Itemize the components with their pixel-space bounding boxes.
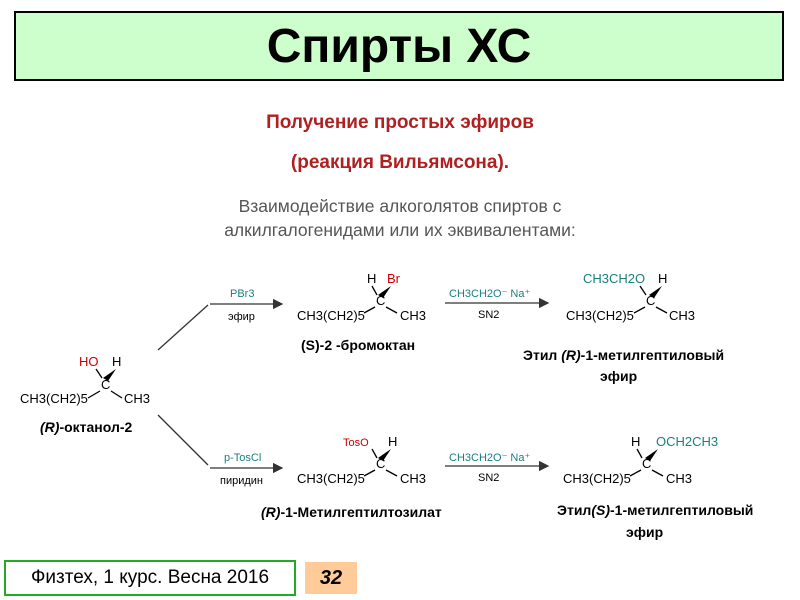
subtitle-line-2: алкилгалогенидами или их эквивалентами: bbox=[224, 220, 576, 240]
branch-line-bottom bbox=[157, 414, 209, 466]
top-int-right-group: CH3 bbox=[400, 308, 426, 323]
bottom-prod-center: C bbox=[642, 456, 651, 471]
top-prod-center: C bbox=[646, 293, 655, 308]
bond-14 bbox=[629, 469, 642, 477]
top-prod-left-chain: CH3(CH2)5 bbox=[566, 308, 634, 323]
wedge-bond bbox=[378, 286, 391, 298]
heading-line-2: (реакция Вильямсона). bbox=[290, 152, 510, 173]
bond-8 bbox=[633, 306, 646, 314]
bottom-int-name-prefix: (R) bbox=[261, 504, 281, 520]
bond-6 bbox=[385, 306, 398, 314]
page-number: 32 bbox=[319, 566, 343, 589]
bottom-prod-name-part-b: (S) bbox=[591, 502, 610, 518]
bottom-prod-name-part-c: -1-метилгептиловый bbox=[610, 502, 753, 518]
bond-2 bbox=[87, 390, 101, 399]
bottom-prod-right-group: CH3 bbox=[666, 471, 692, 486]
bottom-route: p-TosCl пиридин TosO H C CH3(CH2)5 CH3 (… bbox=[210, 434, 753, 540]
slide-title: Спирты ХС bbox=[266, 19, 532, 73]
bond-1 bbox=[95, 368, 103, 379]
top-solvent: эфир bbox=[228, 311, 255, 323]
bottom-int-center: C bbox=[376, 456, 385, 471]
top-int-name-prefix: (S) bbox=[301, 337, 320, 353]
bond-10 bbox=[371, 448, 378, 459]
wedge-bond bbox=[378, 449, 391, 461]
bond-5 bbox=[363, 306, 376, 314]
start-name-prefix: (R) bbox=[40, 419, 60, 435]
top-int-name-suffix: -2 -бромоктан bbox=[320, 337, 415, 353]
bond-9 bbox=[655, 306, 668, 314]
top-prod-name-line-1: Этил (R)-1-метилгептиловый bbox=[523, 347, 724, 363]
bottom-int-name-suffix: -1-Метилгептилтозилат bbox=[280, 504, 441, 520]
top-prod-substituent-1: CH3CH2O bbox=[583, 271, 645, 286]
bottom-int-right-group: CH3 bbox=[400, 471, 426, 486]
wedge-bond bbox=[103, 369, 116, 381]
bottom-prod-substituent-1: H bbox=[631, 434, 640, 449]
subtitle-line-1: Взаимодействие алкоголятов спиртов с bbox=[238, 196, 562, 216]
bond-3 bbox=[110, 390, 123, 399]
bottom-mechanism: SN2 bbox=[478, 472, 499, 484]
bottom-prod-name-line-2: эфир bbox=[626, 524, 663, 540]
top-int-left-chain: CH3(CH2)5 bbox=[297, 308, 365, 323]
bottom-int-name: (R)-1-Метилгептилтозилат bbox=[261, 504, 442, 520]
top-prod-name-part-b: (R) bbox=[561, 347, 581, 363]
top-int-center: C bbox=[376, 293, 385, 308]
bottom-prod-name-part-a: Этил bbox=[557, 502, 591, 518]
bond-12 bbox=[385, 469, 398, 477]
bottom-solvent: пиридин bbox=[220, 475, 263, 487]
start-right-group: CH3 bbox=[124, 391, 150, 406]
start-center: C bbox=[101, 377, 110, 392]
top-route: PBr3 эфир H Br C CH3(CH2)5 CH3 (S)-2 -бр… bbox=[210, 271, 724, 384]
bottom-reagent-2: CH3CH2O⁻ Na⁺ bbox=[449, 452, 530, 464]
wedge-bond bbox=[645, 449, 658, 461]
bottom-reagent: p-TosCl bbox=[224, 452, 261, 464]
bond-13 bbox=[636, 448, 643, 459]
top-reagent: PBr3 bbox=[230, 288, 254, 300]
start-substituent-1: HO bbox=[79, 354, 99, 369]
footer-text: Физтех, 1 курс. Весна 2016 bbox=[30, 567, 270, 588]
start-substituent-2: H bbox=[112, 354, 121, 369]
top-prod-right-group: CH3 bbox=[669, 308, 695, 323]
start-name-suffix: -октанол-2 bbox=[59, 419, 132, 435]
top-reagent-2: CH3CH2O⁻ Na⁺ bbox=[449, 288, 530, 300]
top-prod-name-part-c: -1-метилгептиловый bbox=[581, 347, 724, 363]
bottom-int-substituent-2: H bbox=[388, 434, 397, 449]
start-molecule: HO H C CH3(CH2)5 CH3 (R)-октанол-2 bbox=[20, 354, 150, 435]
top-int-name: (S)-2 -бромоктан bbox=[301, 337, 415, 353]
top-prod-substituent-2: H bbox=[658, 271, 667, 286]
title-banner: Спирты ХС bbox=[14, 11, 784, 81]
top-prod-name-part-a: Этил bbox=[523, 347, 561, 363]
bottom-prod-left-chain: CH3(CH2)5 bbox=[563, 471, 631, 486]
wedge-bond bbox=[649, 286, 662, 298]
top-int-substituent-2: Br bbox=[387, 271, 401, 286]
start-name: (R)-октанол-2 bbox=[40, 419, 133, 435]
top-int-substituent-1: H bbox=[367, 271, 376, 286]
branch-line-top bbox=[157, 304, 209, 351]
page-number-box: 32 bbox=[305, 562, 357, 594]
bottom-int-left-chain: CH3(CH2)5 bbox=[297, 471, 365, 486]
bottom-prod-name-line-1: Этил(S)-1-метилгептиловый bbox=[557, 502, 753, 518]
heading-line-1: Получение простых эфиров bbox=[266, 112, 534, 133]
top-mechanism: SN2 bbox=[478, 309, 499, 321]
bond-15 bbox=[651, 469, 664, 477]
bottom-int-substituent-1: TosO bbox=[343, 437, 369, 449]
bond-11 bbox=[363, 469, 376, 477]
bond-7 bbox=[639, 285, 647, 296]
bond-4 bbox=[371, 285, 378, 296]
footer-box: Физтех, 1 курс. Весна 2016 bbox=[4, 560, 296, 596]
bottom-prod-substituent-2: OCH2CH3 bbox=[656, 434, 718, 449]
top-prod-name-line-2: эфир bbox=[600, 368, 637, 384]
start-left-chain: CH3(CH2)5 bbox=[20, 391, 88, 406]
